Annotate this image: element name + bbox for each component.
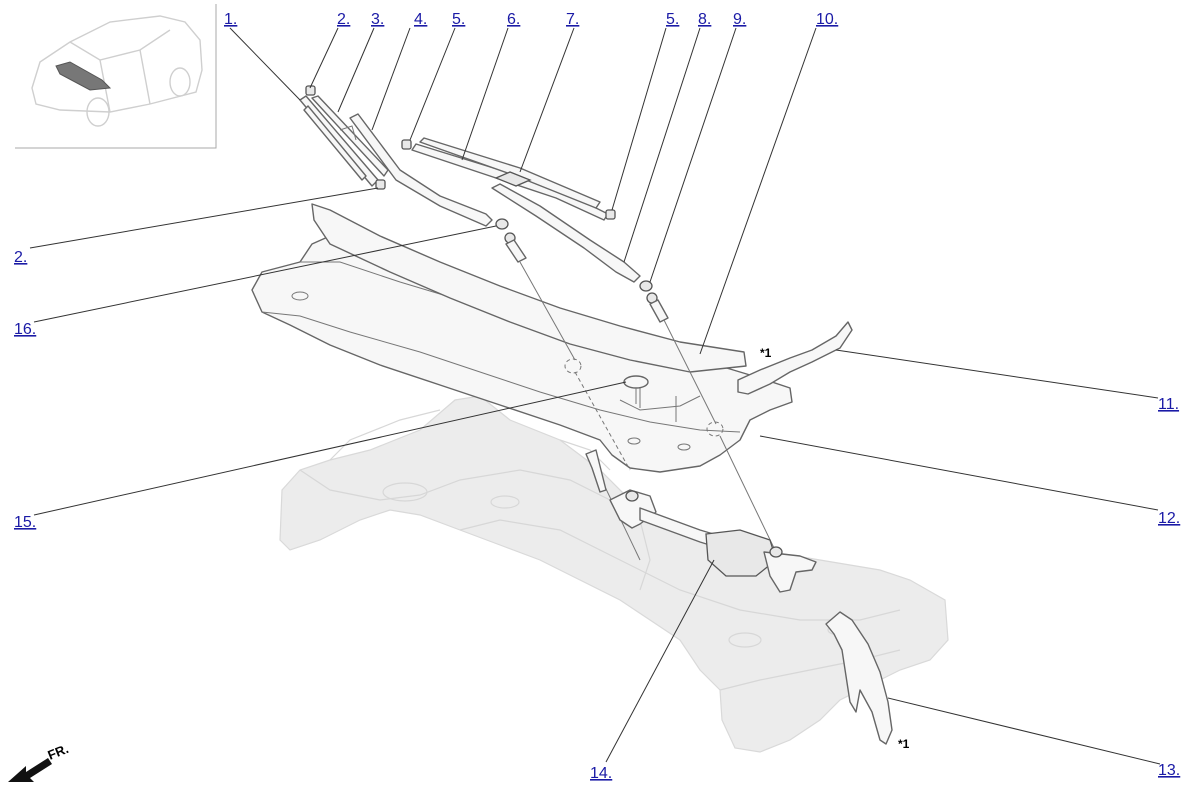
callout-5b[interactable]: 5. (666, 11, 679, 28)
callout-6[interactable]: 6. (507, 11, 520, 28)
callout-labels: 1. 2. 3. 4. 5. 6. 7. 5. 8. 9. 10. 2. 16.… (14, 11, 1180, 782)
vehicle-location-icon (31, 15, 203, 127)
callout-16[interactable]: 16. (14, 321, 36, 338)
callout-5[interactable]: 5. (452, 11, 465, 28)
side-trim (825, 611, 893, 745)
callout-1[interactable]: 1. (224, 11, 237, 28)
callout-3[interactable]: 3. (371, 11, 384, 28)
pivot-nut-left (495, 218, 527, 263)
wiper-motor-linkage (585, 449, 817, 593)
callout-15[interactable]: 15. (14, 514, 36, 531)
leader-lines (29, 27, 1161, 765)
front-label: FR. (46, 741, 71, 763)
front-direction-indicator: FR. (8, 741, 71, 782)
wiper-blade-left (299, 85, 386, 190)
callout-7[interactable]: 7. (566, 11, 579, 28)
callout-12[interactable]: 12. (1158, 510, 1180, 527)
note-star1-lower: *1 (898, 737, 910, 751)
callout-13[interactable]: 13. (1158, 762, 1180, 779)
callout-10[interactable]: 10. (816, 11, 838, 28)
wiper-arm-left (349, 113, 493, 227)
callout-14[interactable]: 14. (590, 765, 612, 782)
note-star1-upper: *1 (760, 346, 772, 360)
callout-2[interactable]: 2. (337, 11, 350, 28)
callout-11[interactable]: 11. (1158, 396, 1179, 413)
callout-4[interactable]: 4. (414, 11, 427, 28)
callout-9[interactable]: 9. (733, 11, 746, 28)
pivot-nut-right (639, 280, 669, 323)
front-arrow-icon (8, 758, 52, 782)
wiper-arm-right (491, 183, 641, 283)
callout-8[interactable]: 8. (698, 11, 711, 28)
callout-2b[interactable]: 2. (14, 249, 27, 266)
cowl-seal (311, 203, 747, 373)
cowl-side-extension (737, 321, 853, 395)
wiper-blade-right (401, 137, 616, 221)
vehicle-location-inset (15, 4, 217, 149)
